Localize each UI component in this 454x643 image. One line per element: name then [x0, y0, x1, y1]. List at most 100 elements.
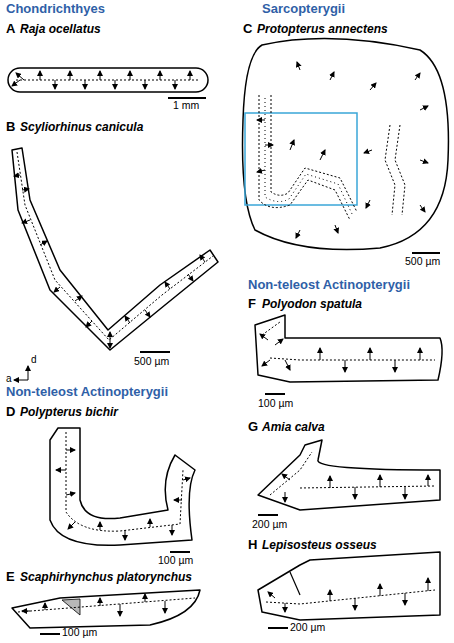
- arrow: [297, 62, 300, 70]
- arrow: [320, 348, 321, 360]
- arrow-group: [14, 175, 205, 348]
- arrow: [183, 478, 190, 480]
- panel-letter: A: [6, 22, 15, 36]
- axis-arrow: [28, 366, 29, 380]
- arrow: [355, 598, 356, 610]
- inset-box: [245, 113, 357, 205]
- arrow: [86, 321, 92, 327]
- arrow: [22, 611, 30, 612]
- arrow: [428, 475, 429, 486]
- panel-letter: G: [248, 420, 258, 434]
- group-heading: Non-teleost Actinopterygii: [6, 385, 168, 399]
- tissue-band: [395, 125, 405, 215]
- arrow: [296, 230, 300, 238]
- midline: [18, 598, 195, 612]
- arrow: [282, 474, 290, 480]
- arrow: [110, 332, 111, 340]
- scale-bar: [268, 627, 288, 629]
- arrow-group: [282, 474, 428, 502]
- arrow: [45, 603, 46, 610]
- scale-label: 200 µm: [290, 622, 325, 634]
- arrow: [320, 150, 325, 160]
- arrow: [428, 578, 429, 591]
- arrow: [395, 360, 396, 372]
- arrow: [175, 80, 176, 89]
- arrow: [145, 594, 146, 602]
- arrow: [40, 71, 41, 80]
- arrow: [265, 145, 273, 146]
- arrow-group: [257, 62, 428, 238]
- arrow: [415, 73, 420, 80]
- arrow-group: [22, 594, 165, 616]
- scale-bar: [168, 97, 206, 99]
- arrow: [420, 348, 421, 360]
- midline: [17, 152, 213, 340]
- midline: [66, 432, 183, 531]
- arrow: [68, 522, 75, 529]
- scale-label: 100 µm: [158, 555, 193, 567]
- panel-letter: F: [248, 297, 256, 311]
- arrow: [22, 220, 30, 223]
- axis-arrow: [14, 380, 28, 381]
- arrow: [54, 287, 60, 292]
- arrow: [262, 360, 270, 366]
- arrow: [100, 598, 101, 606]
- arrow: [55, 80, 56, 89]
- species-name: Scaphirhynchus platorynchus: [20, 571, 192, 584]
- arrow: [405, 487, 406, 499]
- arrow: [370, 83, 376, 90]
- tissue-outline: [50, 428, 195, 545]
- scale-label: 100 µm: [258, 398, 293, 410]
- scale-label: 200 µm: [252, 519, 287, 531]
- tissue-outline: [258, 440, 440, 510]
- scale-label: 500 µm: [134, 356, 169, 368]
- arrow: [66, 493, 75, 495]
- arrow: [22, 189, 29, 190]
- arrow: [115, 80, 116, 89]
- arrow: [188, 274, 193, 281]
- arrow: [257, 170, 265, 172]
- panel-letter: E: [6, 570, 15, 584]
- arrow: [364, 150, 372, 153]
- tissue-outline: [255, 315, 442, 382]
- arrow-group: [268, 578, 428, 612]
- scale-label: 100 µm: [62, 627, 97, 639]
- arrow: [380, 584, 381, 596]
- arrow: [174, 500, 182, 501]
- arrow: [290, 140, 294, 150]
- scale-bar: [170, 551, 190, 553]
- arrow: [40, 241, 47, 245]
- arrow: [145, 80, 146, 89]
- arrow-group: [260, 334, 420, 372]
- arrow: [190, 71, 191, 80]
- arrow: [330, 590, 331, 601]
- arrow: [100, 71, 101, 80]
- tissue-outline: [12, 590, 200, 628]
- arrow: [150, 519, 151, 527]
- arrow: [165, 282, 170, 289]
- species-name: Amia calva: [262, 421, 325, 434]
- panel-letter: B: [6, 120, 15, 134]
- group-heading: Sarcopterygii: [262, 2, 345, 16]
- arrow: [420, 205, 425, 212]
- arrow: [70, 71, 71, 80]
- tissue-band: [259, 95, 350, 220]
- arrow: [355, 487, 356, 499]
- arrow: [380, 475, 381, 487]
- arrow: [257, 120, 265, 121]
- arrow: [85, 80, 86, 89]
- arrow: [12, 80, 20, 86]
- species-name: Polypterus bichir: [20, 406, 118, 419]
- scale-bar: [140, 351, 170, 353]
- arrow: [125, 530, 126, 540]
- arrow: [420, 106, 428, 110]
- species-name: Polyodon spatula: [262, 298, 362, 311]
- arrow: [268, 592, 275, 598]
- arrow: [366, 200, 370, 208]
- shaded-region: [62, 599, 80, 615]
- arrow: [345, 360, 346, 372]
- tissue-outline: [258, 552, 440, 620]
- species-name: Scyliorhinus canicula: [20, 121, 143, 134]
